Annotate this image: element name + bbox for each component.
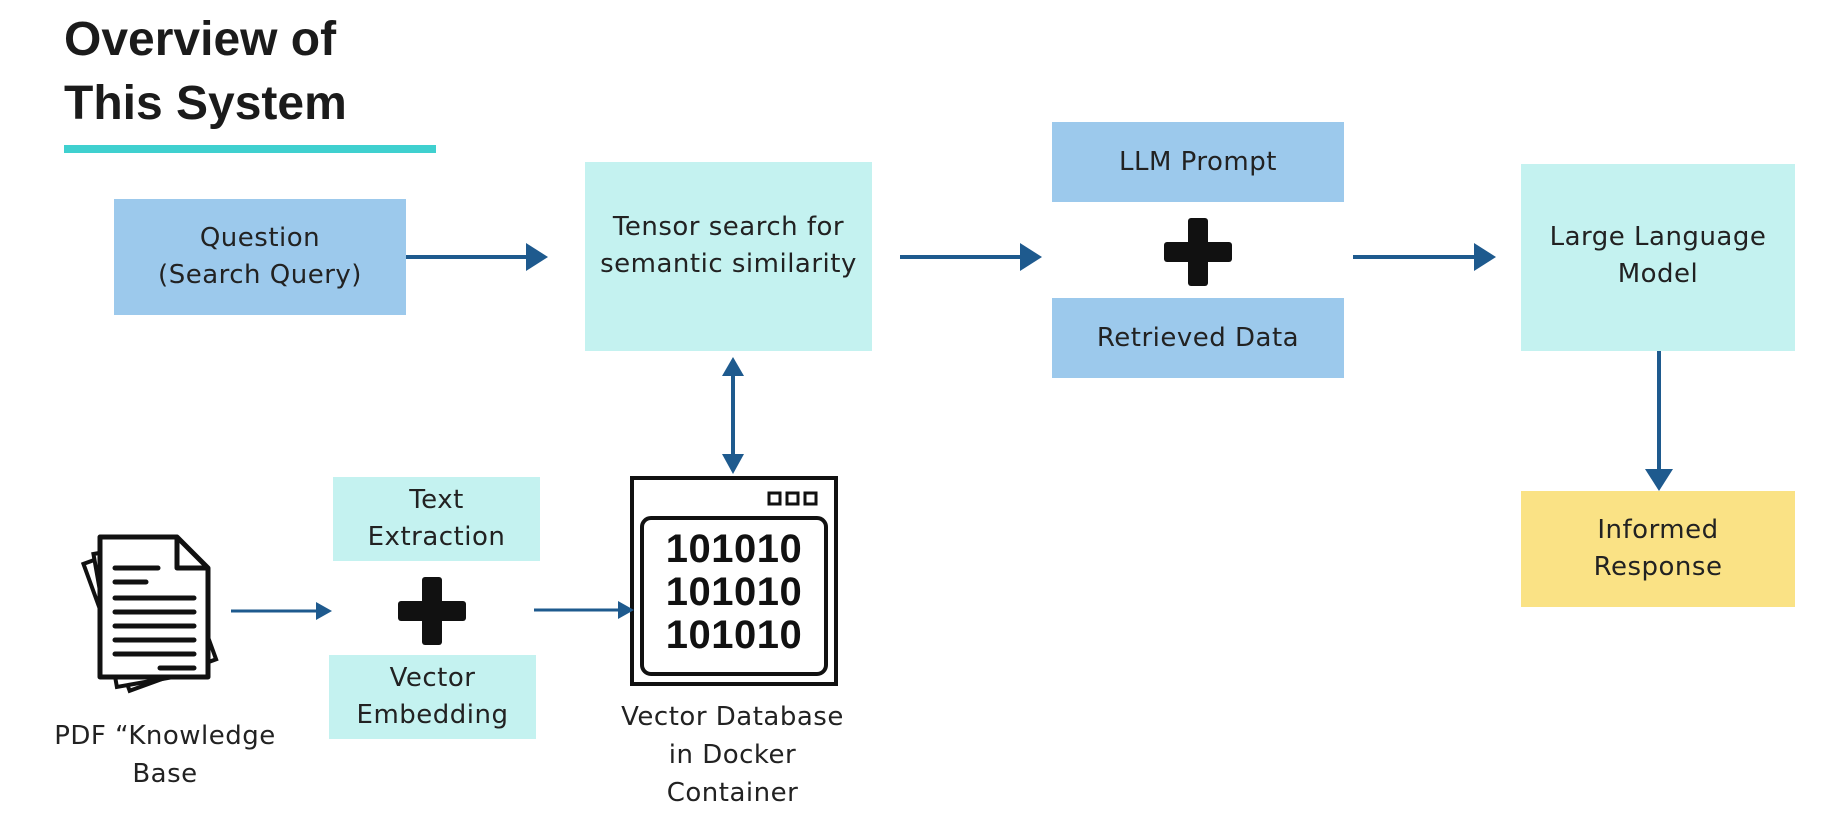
text-extraction-line-2: Extraction (367, 522, 506, 552)
arrow-llm-to-response (1645, 351, 1673, 491)
informed-response-line-1: Informed (1597, 515, 1719, 545)
plus-icon (1164, 218, 1232, 286)
binary-row: 101010 (665, 527, 803, 571)
vector-db-line-3: Container (666, 778, 799, 808)
pdf-label: PDF “Knowledge Base (40, 717, 290, 793)
arrow-processing-to-db (534, 601, 634, 619)
pdf-label-line-2: Base (132, 759, 198, 789)
title-line-1: Overview of (64, 13, 337, 66)
text-extraction-line-1: Text (409, 485, 464, 515)
binary-window-icon: 101010 101010 101010 (630, 476, 838, 686)
vector-embedding-line-1: Vector (389, 663, 476, 693)
vector-db-line-2: in Docker (668, 740, 797, 770)
retrieved-data-box: Retrieved Data (1052, 298, 1344, 378)
binary-row: 101010 (665, 613, 803, 657)
question-sublabel: (Search Query) (158, 260, 362, 290)
llm-prompt-label: LLM Prompt (1119, 146, 1277, 177)
vector-db-line-1: Vector Database (621, 702, 844, 732)
llm-prompt-box: LLM Prompt (1052, 122, 1344, 202)
document-stack-icon (60, 526, 230, 698)
vector-embedding-line-2: Embedding (356, 700, 509, 730)
text-extraction-box: Text Extraction (333, 477, 540, 561)
question-label: Question (199, 223, 321, 253)
tensor-search-box: Tensor search for semantic similarity (585, 162, 872, 351)
title-underline (64, 145, 436, 153)
tensor-search-line-2: semantic similarity (600, 248, 857, 279)
plus-icon (398, 577, 466, 645)
retrieved-data-label: Retrieved Data (1096, 322, 1300, 353)
binary-readout: 101010 101010 101010 (642, 528, 826, 657)
informed-response-box: Informed Response (1521, 491, 1795, 607)
pdf-label-line-1: PDF “Knowledge (54, 721, 276, 751)
title-line-2: This System (64, 77, 347, 130)
arrow-prompt-to-llm (1353, 243, 1496, 271)
binary-row: 101010 (665, 570, 803, 614)
llm-line-2: Model (1617, 258, 1699, 289)
llm-box: Large Language Model (1521, 164, 1795, 351)
vector-embedding-box: Vector Embedding (329, 655, 536, 739)
llm-line-1: Large Language (1549, 221, 1767, 252)
arrow-search-db-bidirectional (722, 357, 744, 474)
arrow-search-to-prompt (900, 243, 1042, 271)
arrow-pdf-to-processing (231, 602, 332, 620)
page-title: Overview of This System (64, 8, 347, 136)
vector-db-label: Vector Database in Docker Container (600, 698, 865, 812)
question-box: Question (Search Query) (114, 199, 406, 315)
informed-response-line-2: Response (1593, 552, 1723, 582)
tensor-search-line-1: Tensor search for (612, 211, 845, 242)
arrow-question-to-search (406, 243, 548, 271)
